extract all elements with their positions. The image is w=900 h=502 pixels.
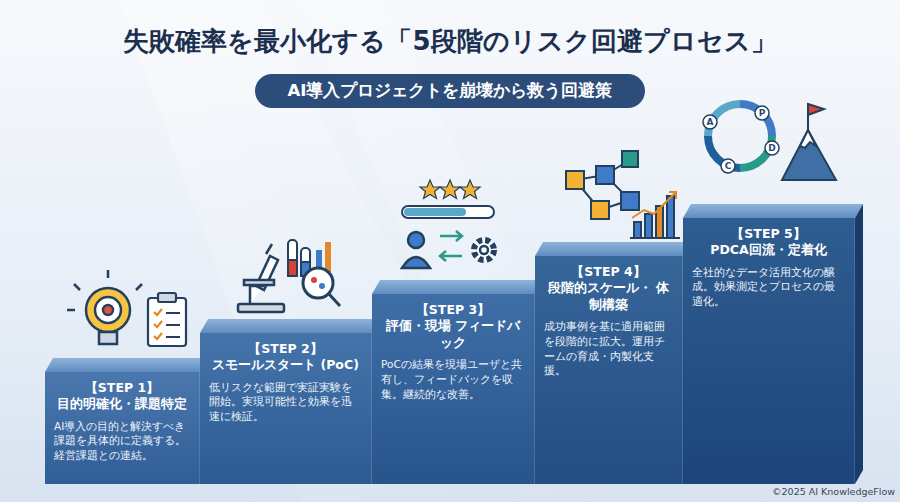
- step-heading: 評価・現場 フィードバック: [381, 318, 525, 351]
- cycle-letter: D: [768, 143, 775, 153]
- diagram-title: 失敗確率を最小化する「5段階のリスク回避プロセス」: [0, 24, 900, 59]
- copyright-note: ©2025 AI KnowledgeFlow: [772, 486, 895, 497]
- cycle-letter: A: [707, 117, 714, 127]
- step-number: 【STEP 5】: [692, 226, 845, 242]
- stair-step-box: 【STEP 3】評価・現場 フィードバック PoCの結果を現場ユーザと共有し、フィ…: [372, 294, 535, 484]
- microscope-icon: [238, 244, 284, 312]
- subtitle-pill: AI導入プロジェクトを崩壊から救う回避策: [255, 74, 645, 108]
- step-number: 【STEP 3】: [381, 302, 525, 318]
- pdca-cycle-icon: [703, 104, 779, 173]
- step-heading: スモールスタート (PoC): [209, 357, 362, 373]
- person-arrows-gear-icon: [402, 231, 494, 268]
- cycle-letter: P: [759, 108, 766, 118]
- step-number: 【STEP 2】: [209, 341, 362, 357]
- step-description: 全社的なデータ活用文化の醸成。効果測定とプロセスの最適化。: [692, 265, 845, 310]
- step-number: 【STEP 4】: [544, 264, 673, 280]
- progress-bar-icon: [402, 206, 494, 218]
- bar-chart-icon: [630, 192, 680, 238]
- clipboard-icon: [148, 293, 186, 346]
- step-description: 成功事例を基に適用範囲を段階的に拡大。運用チームの育成・内製化支援。: [544, 319, 673, 379]
- step-description: PoCの結果を現場ユーザと共有し、フィードバックを収集。継続的な改善。: [381, 357, 525, 402]
- step-heading: 目的明確化・課題特定: [54, 396, 190, 412]
- stair-step-box: 【STEP 1】目的明確化・課題特定 AI導入の目的と解決すべき課題を具体的に定義…: [45, 372, 200, 484]
- stair-step-box: 【STEP 5】PDCA回流・定着化全社的なデータ活用文化の醸成。効果測定とプロ…: [683, 218, 855, 484]
- step-heading: 段階的スケール・ 体制構築: [544, 280, 673, 313]
- cube-network-icon: [566, 151, 639, 219]
- step-description: AI導入の目的と解決すべき課題を具体的に定義する。経営課題との連結。: [54, 419, 190, 464]
- subtitle-text: AI導入プロジェクトを崩壊から救う回避策: [288, 80, 613, 102]
- stair-step-box: 【STEP 4】段階的スケール・ 体制構築成功事例を基に適用範囲を段階的に拡大。…: [535, 256, 683, 484]
- step-description: 低リスクな範囲で実証実験を開始。実現可能性と効果を迅速に検証。: [209, 380, 362, 425]
- step-number: 【STEP 1】: [54, 380, 190, 396]
- lightbulb-icon: [67, 270, 142, 344]
- rating-stars-icon: [420, 180, 480, 199]
- magnifier-icon: [303, 268, 340, 306]
- mountain-flag-icon: [782, 104, 836, 180]
- step-heading: PDCA回流・定着化: [692, 242, 845, 258]
- cycle-letter: C: [725, 161, 732, 171]
- stair-step-box: 【STEP 2】スモールスタート (PoC) 低リスクな範囲で実証実験を開始。実現…: [200, 333, 372, 484]
